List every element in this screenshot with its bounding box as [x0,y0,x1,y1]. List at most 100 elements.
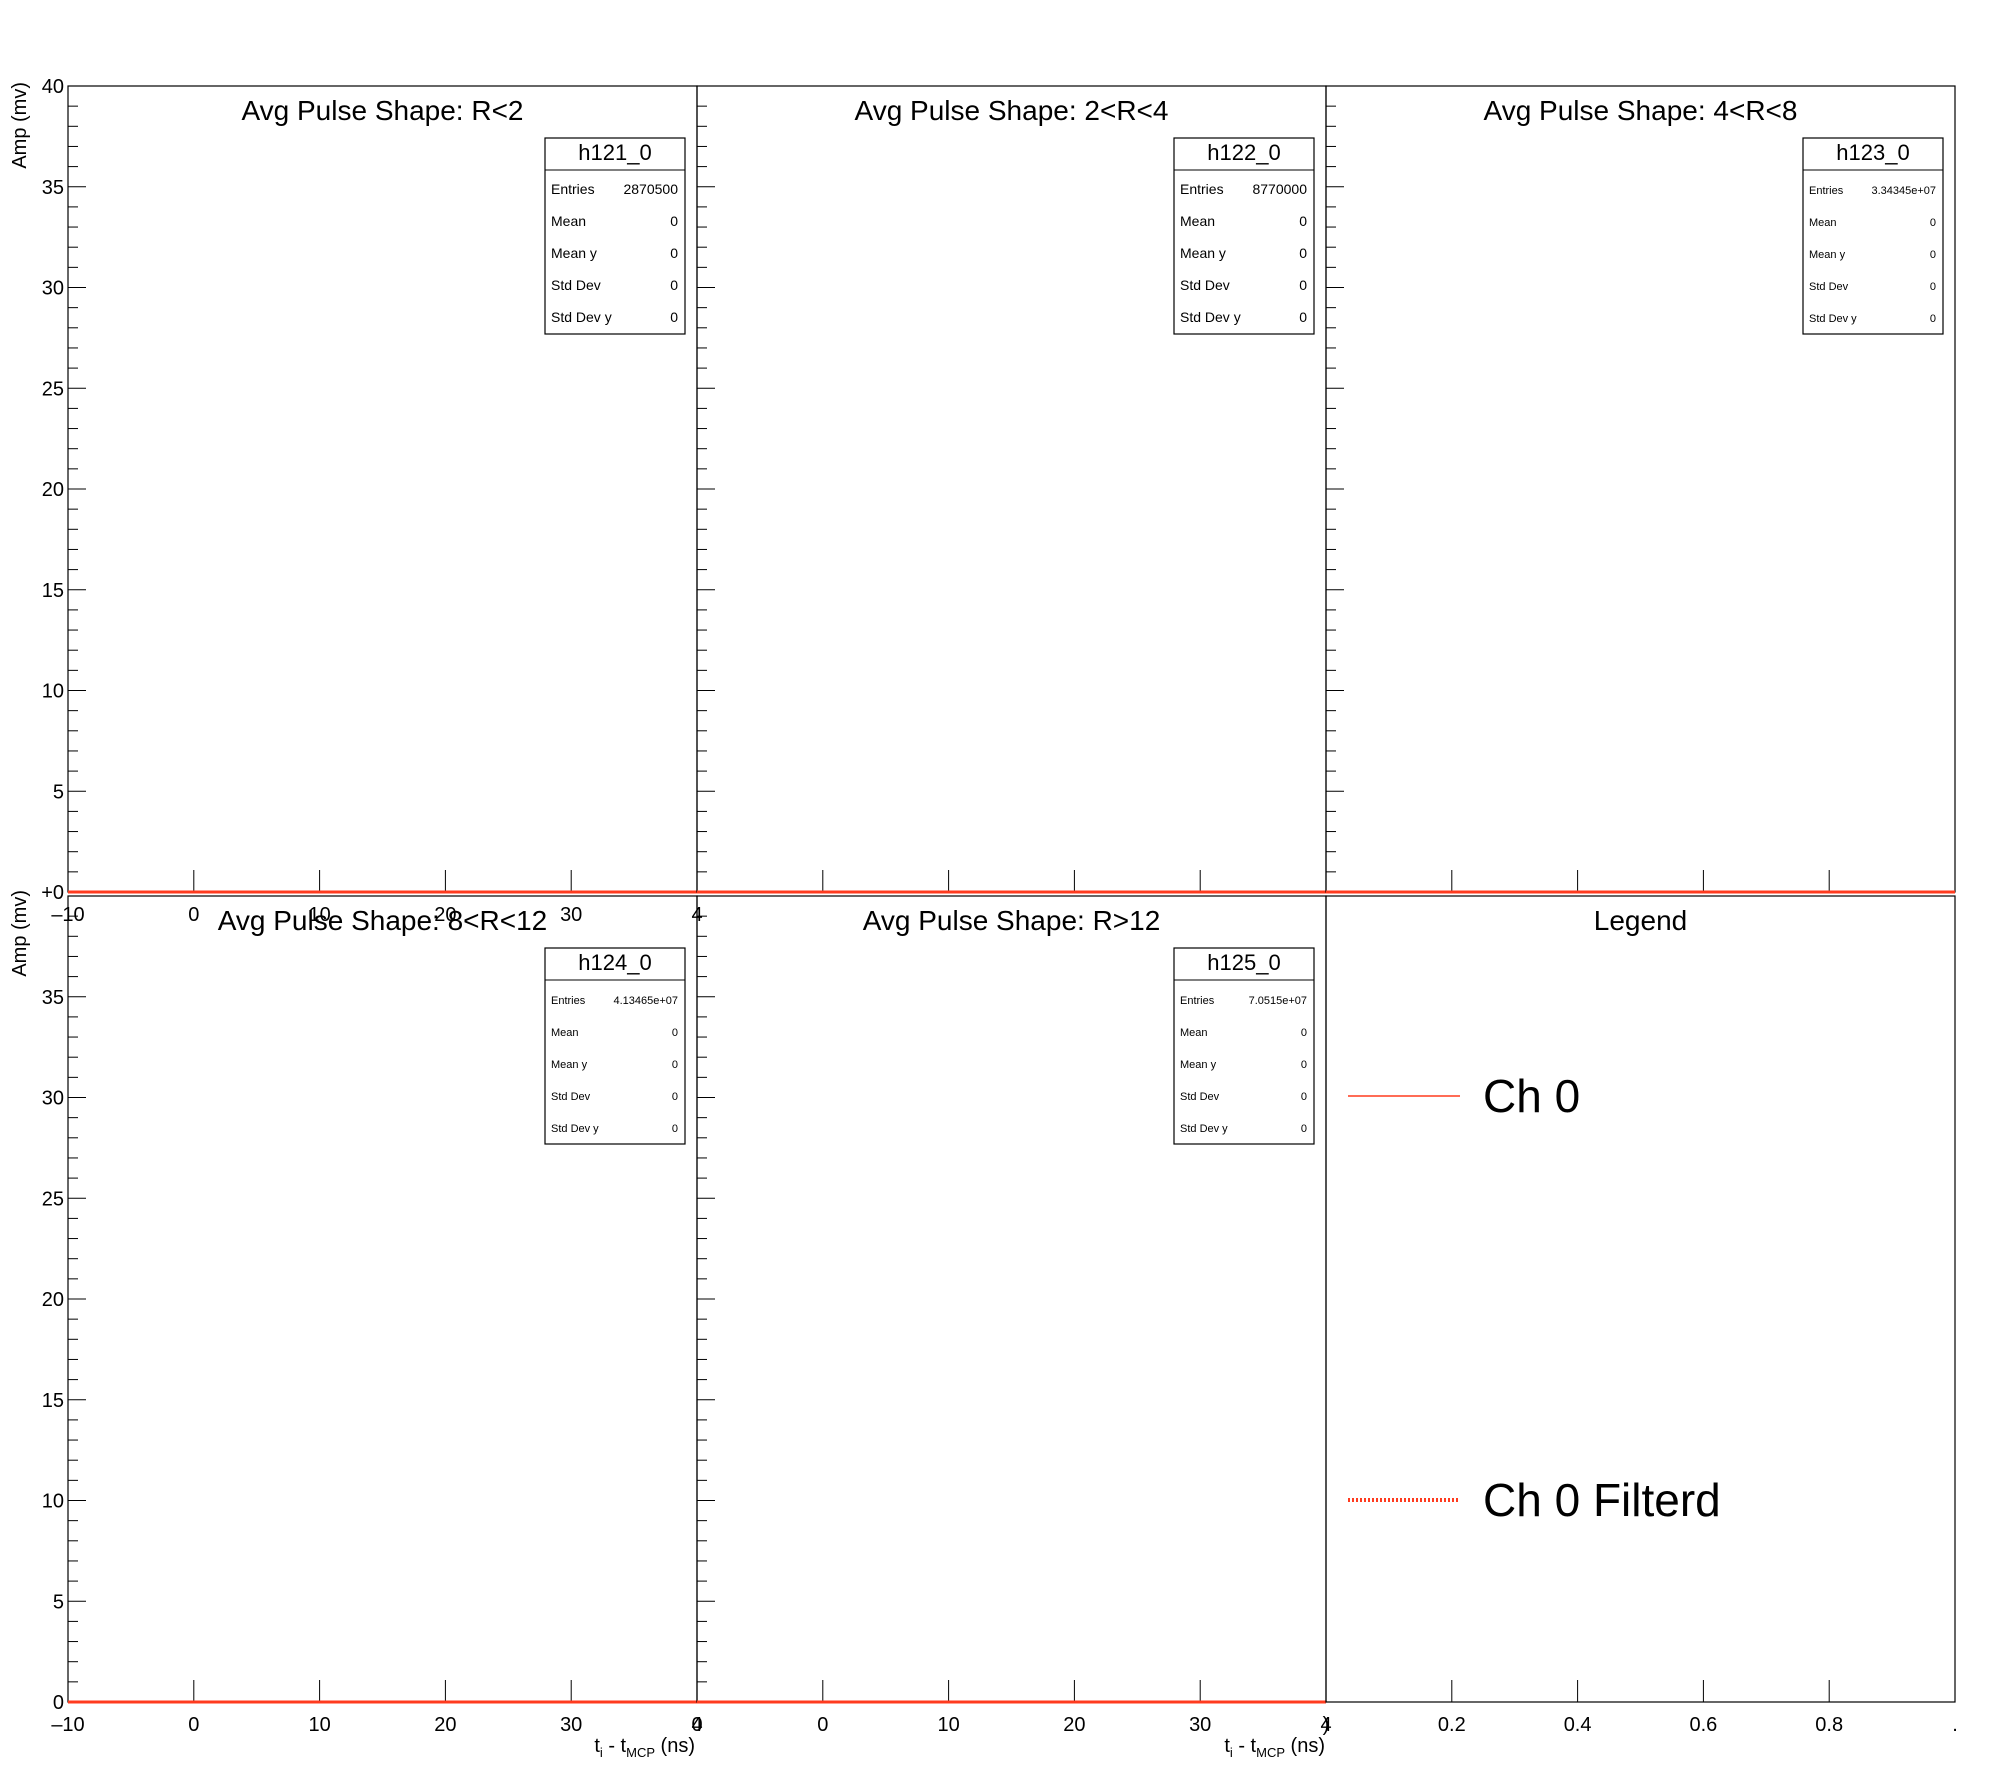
y-tick-label: 30 [42,278,64,300]
x-tick-label: 20 [434,904,456,926]
y-tick-label: 5 [53,1591,64,1613]
panel-title: Legend [1594,905,1687,936]
panel-title: Avg Pulse Shape: R<2 [241,95,523,126]
y-tick-label: +0 [41,882,64,904]
stats-label: Mean y [1809,249,1846,261]
y-tick-label: 25 [42,1188,64,1210]
stats-value: 0 [1301,1059,1307,1071]
y-tick-label: 35 [42,987,64,1009]
stats-value: 0 [1299,213,1307,229]
y-tick-label: 30 [42,1088,64,1110]
x-tick-label: 0 [691,1714,702,1736]
stats-value: 0 [672,1091,678,1103]
stats-value: 0 [1299,309,1307,325]
stats-value: 0 [672,1059,678,1071]
stats-value: 0 [670,213,678,229]
stats-label: Entries [1809,185,1844,197]
stats-label: Mean y [551,1059,588,1071]
x-tick-label: 0.6 [1689,1714,1717,1736]
y-tick-label: 20 [42,479,64,501]
legend-entry-label: Ch 0 [1483,1070,1580,1122]
pad-frame [1325,895,1956,1703]
stats-value: 0 [1299,245,1307,261]
stats-value: 0 [1299,277,1307,293]
x-tick-label: 10 [308,1714,330,1736]
y-tick-label: 25 [42,378,64,400]
y-tick-label: 10 [42,681,64,703]
stats-value: 7.0515e+07 [1249,995,1307,1007]
x-axis-label-left: ti - tMCP (ns) [594,1735,695,1760]
stats-value: 0 [1930,281,1936,293]
stats-value: 3.34345e+07 [1871,185,1936,197]
panel-title: Avg Pulse Shape: 8<R<12 [218,905,548,936]
x-tick-label: 10 [308,904,330,926]
y-tick-label: 40 [42,76,64,98]
stats-label: Std Dev y [1180,1123,1228,1135]
y-tick-label: 35 [42,177,64,199]
stats-label: Std Dev y [551,1123,599,1135]
stats-value: 0 [1930,249,1936,261]
stats-label: Entries [1180,995,1215,1007]
stats-box-name: h124_0 [578,950,651,975]
stats-label: Std Dev [551,1091,591,1103]
x-tick-label: 0 [817,1714,828,1736]
panel-title: Avg Pulse Shape: R>12 [863,905,1161,936]
stats-label: Mean y [1180,1059,1217,1071]
stats-box-frame [1173,137,1315,335]
stats-label: Mean [1809,217,1837,229]
stats-box-name: h121_0 [578,140,651,165]
stats-label: Entries [1180,181,1224,197]
stats-label: Std Dev y [1809,313,1857,325]
x-tick-label: ) [1323,1714,1330,1736]
x-tick-label: 20 [1063,1714,1085,1736]
y-tick-label: 15 [42,580,64,602]
stats-label: Mean y [1180,245,1226,261]
stats-value: 0 [670,277,678,293]
stats-box-name: h125_0 [1207,950,1280,975]
y-tick-label: 15 [42,1390,64,1412]
x-tick-label: 30 [560,904,582,926]
x-tick-label: 10 [937,1714,959,1736]
stats-value: 0 [1930,217,1936,229]
stats-label: Mean [1180,213,1215,229]
axis-titles: Amp (mv) Amp (mv) ti - tMCP (ns) ti - tM… [9,82,1325,1760]
stats-label: Std Dev y [551,309,612,325]
stats-box-frame [544,137,686,335]
x-tick-label: 4 [691,1714,702,1736]
y-axis-label-bottom: Amp (mv) [9,890,31,977]
x-tick-label: . [1952,1714,1958,1736]
stats-value: 0 [672,1027,678,1039]
stats-label: Entries [551,995,586,1007]
x-axis-label-middle: ti - tMCP (ns) [1224,1735,1325,1760]
stats-box-frame [1173,947,1315,1145]
panel-title: Avg Pulse Shape: 2<R<4 [855,95,1169,126]
panel-title: Avg Pulse Shape: 4<R<8 [1484,95,1798,126]
stats-label: Std Dev [1180,1091,1220,1103]
x-tick-label: –10 [51,1714,84,1736]
x-tick-label: 30 [1189,1714,1211,1736]
y-tick-label: 10 [42,1491,64,1513]
stats-value: 8770000 [1252,181,1307,197]
y-tick-label: 20 [42,1289,64,1311]
y-tick-label: 5 [53,781,64,803]
x-tick-label: 0.2 [1438,1714,1466,1736]
stats-label: Std Dev [1180,277,1230,293]
legend-entry-label: Ch 0 Filterd [1483,1474,1721,1526]
stats-value: 4.13465e+07 [613,995,678,1007]
stats-box-frame [544,947,686,1145]
x-tick-label: 20 [434,1714,456,1736]
x-tick-label: 4 [1320,1714,1331,1736]
x-tick-label: 30 [560,1714,582,1736]
stats-value: 0 [670,245,678,261]
stats-label: Entries [551,181,595,197]
x-tick-label: 0.8 [1815,1714,1843,1736]
